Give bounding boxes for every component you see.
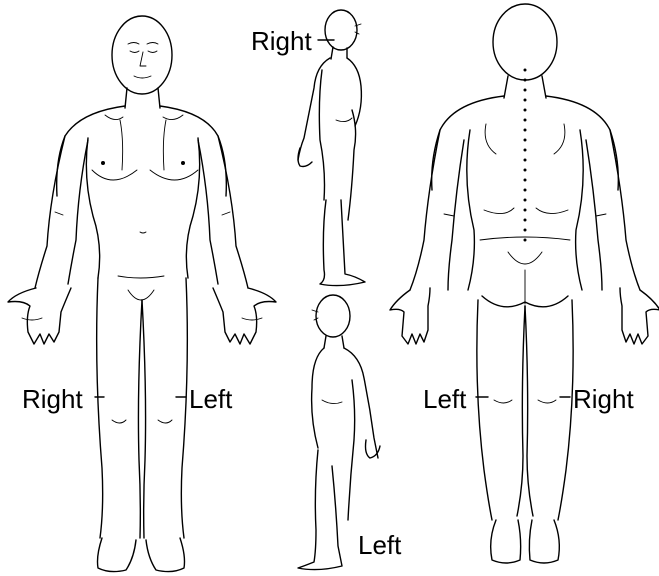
label-pointer-lines [0,0,659,576]
body-chart: Right Right Left Left Right Left [0,0,659,576]
